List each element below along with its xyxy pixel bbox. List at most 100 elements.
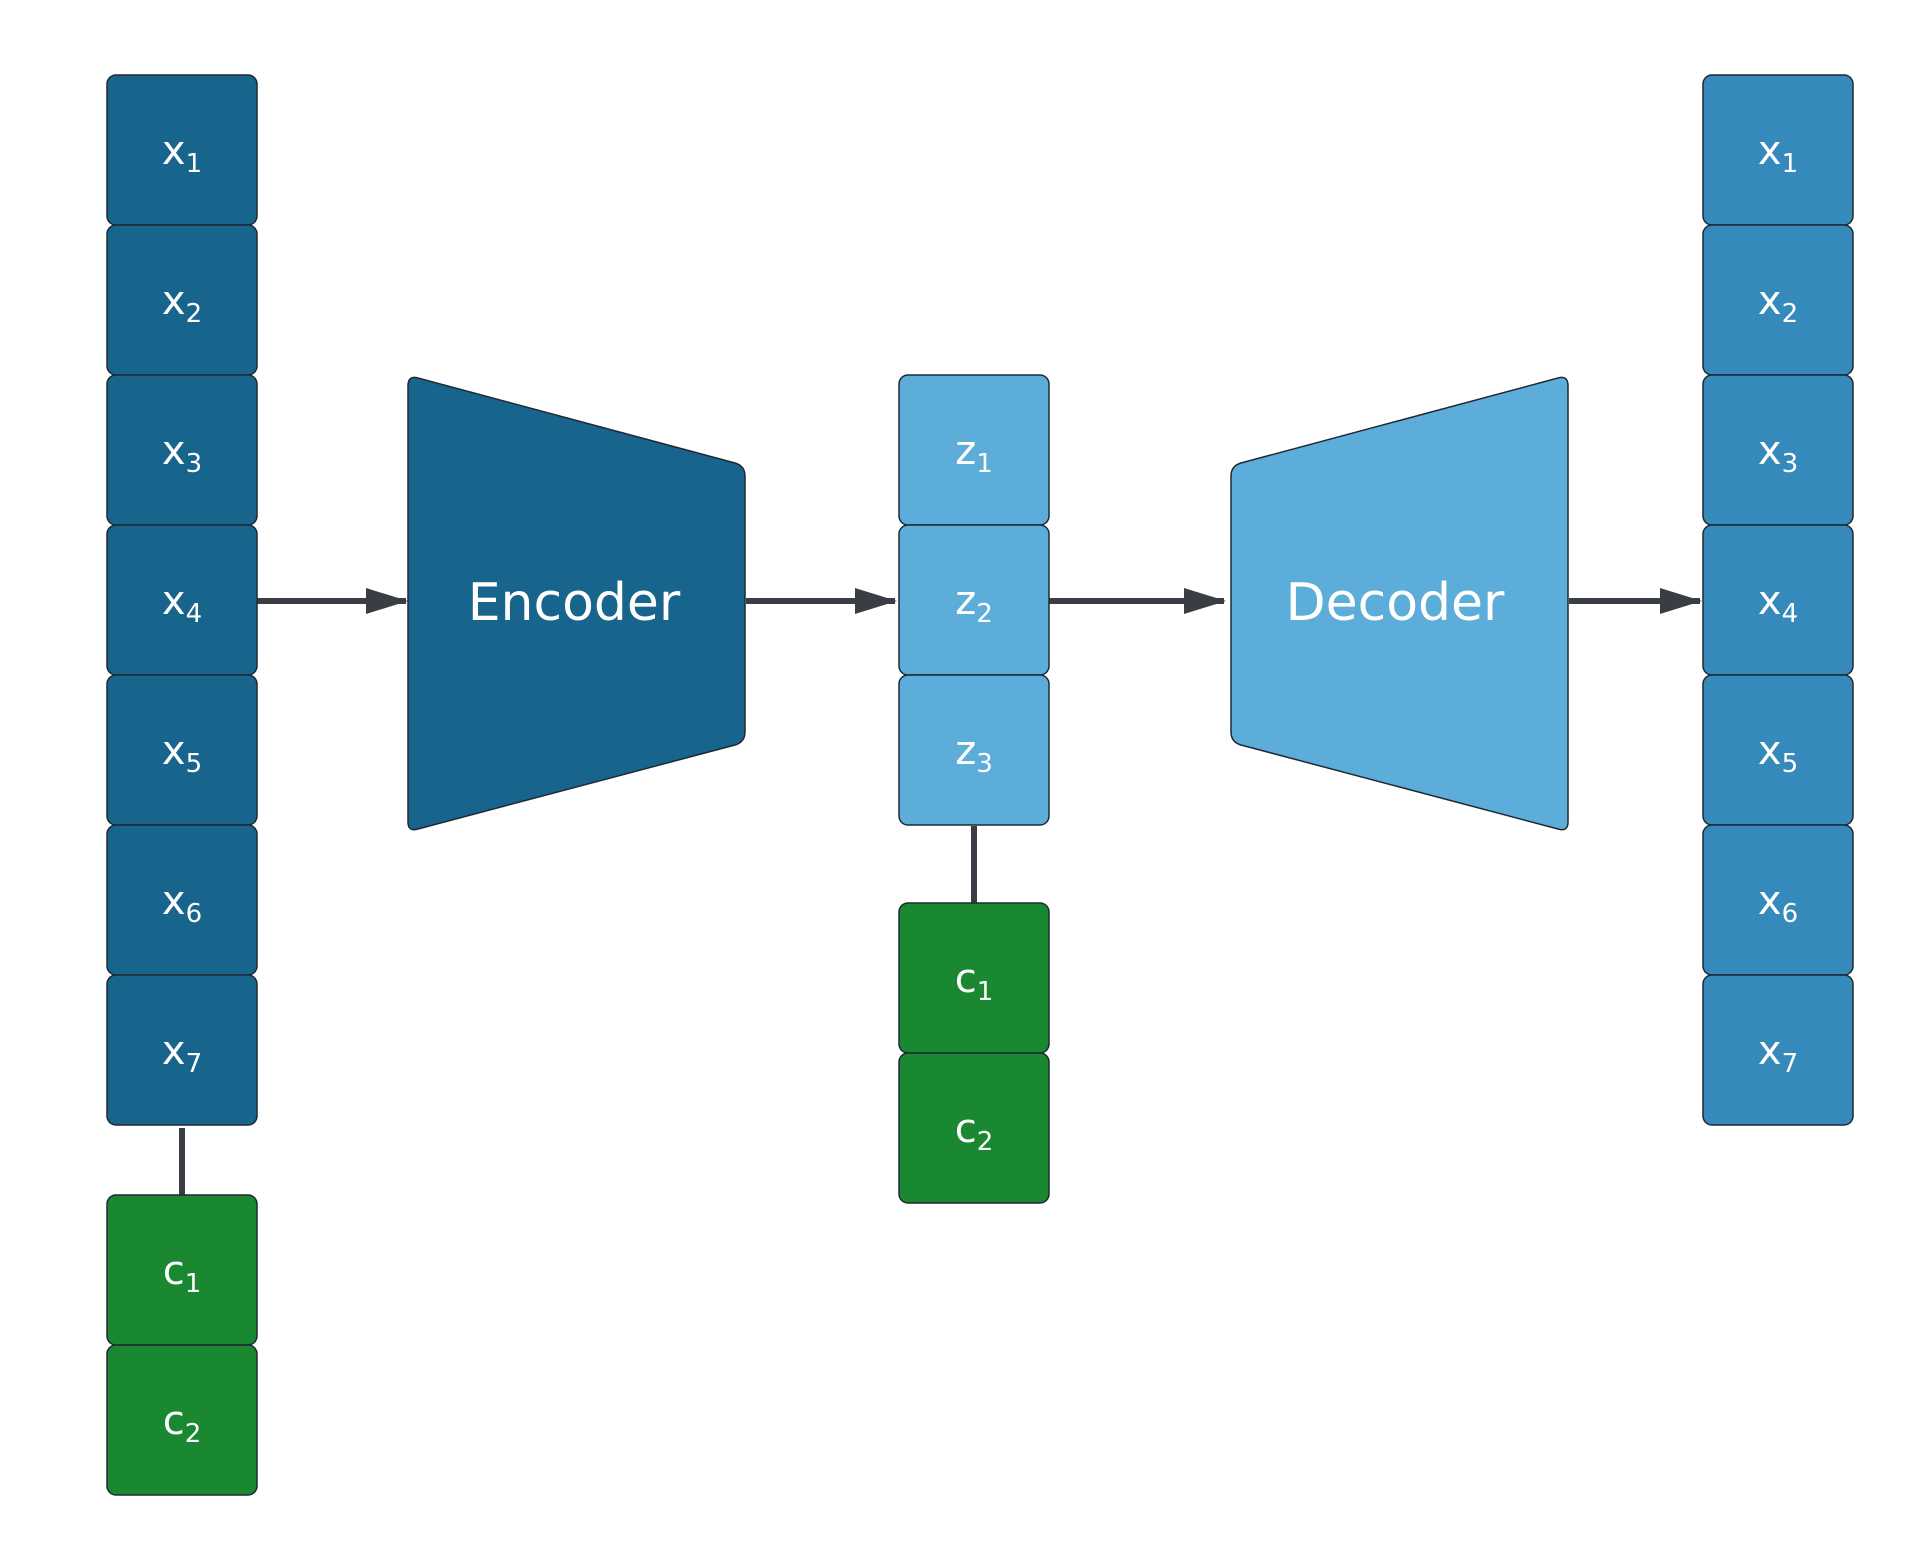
input-cell-label: x2 <box>162 278 202 329</box>
output-cell: x5 <box>1702 674 1854 826</box>
output-cell-label: x1 <box>1758 128 1798 179</box>
input-cell-subscript: 6 <box>186 899 203 929</box>
encoder-shape <box>407 376 746 831</box>
input-cell-label: x6 <box>162 878 202 929</box>
input-cell-subscript: 1 <box>186 149 203 179</box>
input-cell-label: x3 <box>162 428 202 479</box>
latent-cell-subscript: 1 <box>976 449 993 479</box>
input-cell-label: x4 <box>162 578 202 629</box>
latent-cell-subscript: 3 <box>976 749 993 779</box>
latent-cell-subscript: 2 <box>976 599 993 629</box>
arrowhead-latent-to-decoder <box>1184 588 1226 614</box>
latent-condition-cell-symbol: c <box>955 1106 977 1152</box>
latent-cell-symbol: z <box>955 428 976 474</box>
output-cell-subscript: 1 <box>1782 149 1799 179</box>
output-cell-subscript: 7 <box>1782 1049 1799 1079</box>
input-cell-symbol: x <box>162 1028 186 1074</box>
latent-cell-label: z1 <box>955 428 993 479</box>
output-cell-symbol: x <box>1758 428 1782 474</box>
decoder-label: Decoder <box>1286 573 1505 633</box>
input-cell-symbol: x <box>162 428 186 474</box>
output-cell: x7 <box>1702 974 1854 1126</box>
output-cell-subscript: 5 <box>1782 749 1799 779</box>
arrowhead-input-to-encoder <box>366 588 408 614</box>
output-cell-label: x3 <box>1758 428 1798 479</box>
input-cell-subscript: 5 <box>186 749 203 779</box>
input-condition-cell-label: c1 <box>163 1248 202 1299</box>
latent-cell-symbol: z <box>955 578 976 624</box>
output-cell-box <box>1702 974 1854 1126</box>
latent-cell-box <box>898 674 1050 826</box>
output-cell-symbol: x <box>1758 878 1782 924</box>
output-cell-label: x7 <box>1758 1028 1798 1079</box>
input-condition-cell-symbol: c <box>163 1248 185 1294</box>
input-cell: x5 <box>106 674 258 826</box>
input-condition-cell: c2 <box>106 1344 258 1496</box>
latent-cell-symbol: z <box>955 728 976 774</box>
input-cell-label: x5 <box>162 728 202 779</box>
output-cell-label: x5 <box>1758 728 1798 779</box>
arrowhead-encoder-to-latent <box>855 588 897 614</box>
input-cell-subscript: 3 <box>186 449 203 479</box>
output-cell-subscript: 2 <box>1782 299 1799 329</box>
latent-condition-cell: c1 <box>898 902 1050 1054</box>
input-cell-subscript: 7 <box>186 1049 203 1079</box>
input-cell: x6 <box>106 824 258 976</box>
latent-cell-label: z3 <box>955 728 993 779</box>
latent-cell: z3 <box>898 674 1050 826</box>
input-condition-cell-symbol: c <box>163 1398 185 1444</box>
latent-condition-cell-box <box>898 1052 1050 1204</box>
latent-cell-label: z2 <box>955 578 993 629</box>
latent-condition-cell-subscript: 1 <box>977 977 994 1007</box>
input-cell-label: x1 <box>162 128 202 179</box>
output-cell-subscript: 3 <box>1782 449 1799 479</box>
output-cell-symbol: x <box>1758 278 1782 324</box>
input-cell-box <box>106 974 258 1126</box>
latent-condition-cell: c2 <box>898 1052 1050 1204</box>
decoder-shape <box>1230 376 1569 831</box>
input-cell: x7 <box>106 974 258 1126</box>
arrowhead-decoder-to-output <box>1660 588 1702 614</box>
latent-condition-cell-subscript: 2 <box>977 1127 994 1157</box>
input-cell-symbol: x <box>162 128 186 174</box>
input-condition-cell-label: c2 <box>163 1398 202 1449</box>
output-cell-label: x4 <box>1758 578 1798 629</box>
output-cell: x3 <box>1702 374 1854 526</box>
output-cell: x4 <box>1702 524 1854 676</box>
latent-condition-cell-label: c1 <box>955 956 994 1007</box>
input-condition-cell: c1 <box>106 1194 258 1346</box>
encoder-block: Encoder <box>407 376 746 831</box>
output-cell-symbol: x <box>1758 128 1782 174</box>
output-cell: x6 <box>1702 824 1854 976</box>
input-cell-subscript: 4 <box>186 599 203 629</box>
output-cell: x1 <box>1702 74 1854 226</box>
input-cell-label: x7 <box>162 1028 202 1079</box>
output-cell-label: x2 <box>1758 278 1798 329</box>
input-cell: x1 <box>106 74 258 226</box>
latent-cell: z1 <box>898 374 1050 526</box>
input-cell-symbol: x <box>162 578 186 624</box>
output-cell-symbol: x <box>1758 728 1782 774</box>
input-cell: x3 <box>106 374 258 526</box>
output-cell: x2 <box>1702 224 1854 376</box>
latent-condition-cell-symbol: c <box>955 956 977 1002</box>
output-cell-label: x6 <box>1758 878 1798 929</box>
encoder-label: Encoder <box>468 573 681 633</box>
input-cell-symbol: x <box>162 878 186 924</box>
decoder-block: Decoder <box>1230 376 1569 831</box>
input-cell-subscript: 2 <box>186 299 203 329</box>
latent-cell: z2 <box>898 524 1050 676</box>
output-cell-subscript: 6 <box>1782 899 1799 929</box>
input-condition-cell-subscript: 1 <box>185 1269 202 1299</box>
latent-condition-cell-label: c2 <box>955 1106 994 1157</box>
input-cell: x4 <box>106 524 258 676</box>
input-condition-cell-box <box>106 1344 258 1496</box>
output-cell-symbol: x <box>1758 578 1782 624</box>
output-cell-symbol: x <box>1758 1028 1782 1074</box>
